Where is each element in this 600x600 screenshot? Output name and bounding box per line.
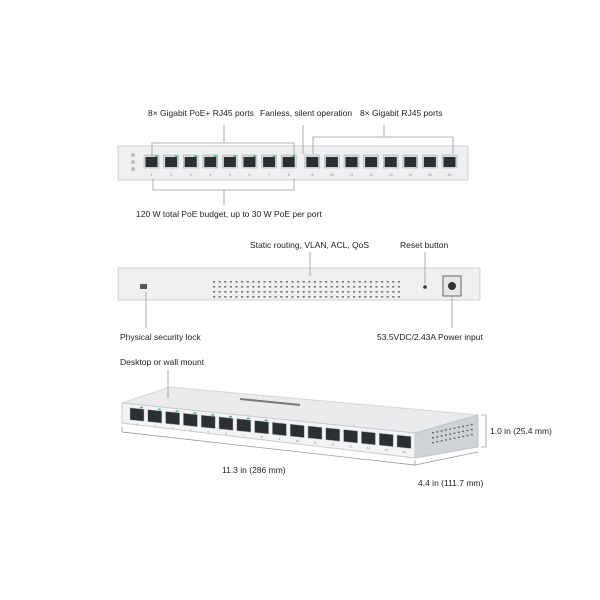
rj45-port: 14: [402, 154, 419, 177]
reset-button[interactable]: [423, 285, 427, 289]
poe-budget-label: 120 W total PoE budget, up to 30 W PoE p…: [136, 209, 322, 219]
port-number: 2: [154, 424, 156, 428]
rj45-port: 1: [129, 406, 145, 427]
rj45-port: 3: [165, 410, 180, 430]
port-number: 13: [389, 173, 393, 177]
reset-label: Reset button: [400, 240, 449, 250]
rj45-port: 5: [200, 414, 216, 434]
poe-led: [272, 155, 276, 157]
height-label: 1.0 in (25.4 mm): [490, 426, 552, 436]
poe-led: [194, 155, 198, 157]
port-number: 15: [428, 173, 432, 177]
gigabit-ports-label: 8× Gigabit RJ45 ports: [360, 108, 443, 118]
port-number: 9: [279, 437, 281, 441]
rj45-port: 7: [236, 417, 252, 437]
rj45-port: 10: [289, 423, 305, 443]
rj45-port: 6: [218, 415, 234, 436]
fanless-label: Fanless, silent operation: [260, 108, 353, 118]
port-number: 11: [313, 441, 316, 445]
led-poe: [131, 167, 135, 171]
port-number: 8: [261, 435, 263, 439]
front-callout-lines: [151, 125, 454, 205]
rj45-port: 11: [343, 154, 360, 177]
port-number: 6: [249, 173, 251, 177]
poe-led: [174, 155, 178, 157]
port-number: 10: [296, 439, 300, 443]
poe-led: [155, 155, 158, 157]
rj45-port: 5: [222, 154, 238, 177]
port-number: 1: [151, 173, 153, 177]
rj45-port: 8: [280, 154, 297, 177]
rj45-port: 9: [272, 422, 287, 441]
port-number: 14: [408, 173, 412, 177]
port-number: 15: [385, 448, 389, 452]
port-number: 4: [190, 428, 192, 432]
poe-led: [233, 155, 237, 157]
port-number: 3: [190, 173, 192, 177]
rj45-port: 15: [422, 154, 438, 177]
port-number: 12: [331, 443, 335, 447]
routing-label: Static routing, VLAN, ACL, QoS: [250, 240, 370, 250]
security-lock-slot-icon: [140, 284, 147, 289]
poe-ports-label: 8× Gigabit PoE+ RJ45 ports: [148, 108, 254, 118]
power-label: 53.5VDC/2.43A Power input: [377, 332, 483, 342]
rj45-port: 1: [143, 154, 160, 177]
rj45-port: 15: [378, 432, 394, 452]
port-number: 12: [369, 173, 373, 177]
rj45-port: 16: [441, 154, 458, 177]
rj45-port: 3: [182, 154, 199, 177]
rj45-port: 16: [396, 434, 412, 454]
rj45-port: 12: [325, 427, 341, 447]
rear-callout-lines: [145, 252, 453, 328]
port-number: 16: [448, 173, 452, 177]
dimension-lines: [121, 370, 487, 466]
mount-label: Desktop or wall mount: [120, 357, 205, 367]
rj45-port: 9: [304, 154, 321, 177]
poe-led: [292, 155, 296, 157]
rear-panel: [117, 267, 481, 301]
lock-label: Physical security lock: [120, 332, 201, 342]
port-number: 1: [136, 423, 138, 427]
port-number: 7: [268, 173, 270, 177]
port-number: 2: [170, 173, 172, 177]
port-number: 7: [243, 433, 245, 437]
port-number: 11: [350, 173, 354, 177]
port-number: 16: [402, 450, 406, 454]
port-number: 5: [207, 430, 209, 434]
port-number: 9: [311, 173, 313, 177]
rj45-port: 13: [382, 154, 399, 177]
width-label: 11.3 in (286 mm): [222, 465, 286, 475]
rj45-port: 11: [307, 425, 323, 445]
rj45-port: 4: [183, 412, 198, 432]
depth-label: 4.4 in (111.7 mm): [418, 478, 484, 488]
vent-grid: [213, 281, 400, 298]
rj45-port: 8: [254, 419, 269, 439]
rj45-port: 2: [147, 408, 163, 428]
port-number: 13: [349, 444, 353, 448]
brand-logo: [240, 398, 300, 406]
led-sys: [131, 160, 135, 164]
rj45-port: 6: [241, 154, 258, 177]
rj45-port: 13: [343, 429, 358, 448]
poe-led: [213, 155, 217, 157]
side-vents: [432, 423, 473, 444]
rj45-port: 2: [163, 154, 179, 177]
rj45-port: 12: [363, 154, 379, 177]
port-number: 14: [367, 446, 371, 450]
rj45-port: 4: [202, 154, 219, 177]
port-number: 6: [225, 432, 227, 436]
led-power: [131, 153, 135, 157]
rj45-port: 14: [361, 431, 376, 450]
port-number: 3: [172, 426, 174, 430]
rj45-port: 10: [324, 154, 340, 177]
port-number: 5: [229, 173, 231, 177]
port-number: 4: [209, 173, 211, 177]
rj45-port: 7: [261, 154, 277, 177]
poe-led: [253, 155, 256, 157]
port-number: 10: [330, 173, 334, 177]
port-number: 8: [288, 173, 290, 177]
